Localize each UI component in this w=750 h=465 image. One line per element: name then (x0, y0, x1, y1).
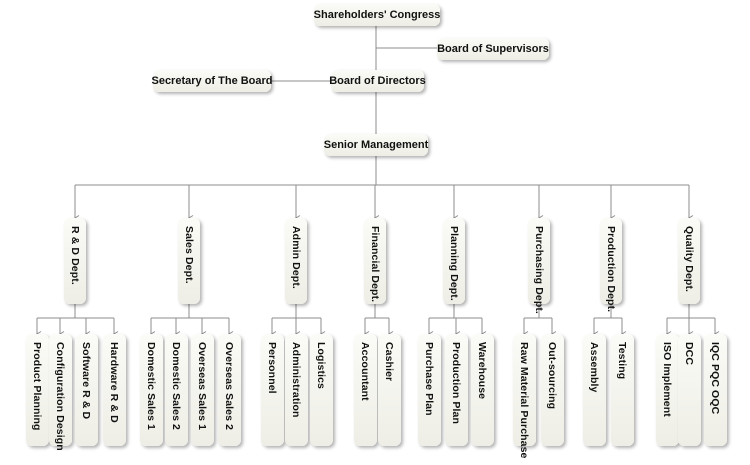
sub-label: Logistics (315, 342, 327, 389)
dept-label: Quality Dept. (683, 226, 695, 293)
sub-box-assembly: Assembly (582, 334, 606, 446)
sub-box-overseas-sales-1: Overseas Sales 1 (190, 334, 214, 446)
dept-label: R & D Dept. (69, 226, 81, 285)
dept-box-purchasing-dept: Purchasing Dept. (528, 218, 550, 314)
sub-label: IQC PQC OQC (709, 342, 721, 415)
sub-box-purchase-plan: Purchase Plan (417, 334, 441, 446)
sub-label: Software R & D (80, 342, 92, 420)
sub-box-out-sourcing: Out-sourcing (540, 334, 564, 446)
senior-management-label: Senior Management (323, 139, 429, 151)
sub-box-warehouse: Warehouse (470, 334, 494, 446)
sub-box-personnel: Personnel (260, 334, 284, 446)
dept-label: Admin Dept. (290, 226, 302, 289)
secretary-of-the-board-label: Secretary of The Board (151, 75, 273, 87)
sub-label: Purchase Plan (423, 342, 435, 416)
dept-label: Planning Dept. (448, 226, 460, 301)
sub-label: Product Planning (31, 342, 43, 431)
sub-label: Administration (290, 342, 302, 418)
sub-box-administration: Administration (284, 334, 308, 446)
shareholders-congress-label: Shareholders' Congress (313, 9, 441, 21)
dept-label: Sales Dept. (183, 226, 195, 284)
dept-label: Financial Dept. (369, 226, 381, 303)
sub-label: Configuration Design (54, 342, 66, 451)
sub-label: Accountant (359, 342, 371, 401)
sub-box-accountant: Accountant (353, 334, 377, 446)
sub-box-domestic-sales-2: Domestic Sales 2 (164, 334, 188, 446)
sub-label: Domestic Sales 1 (145, 342, 157, 430)
sub-box-iqc-pqc-oqc: IQC PQC OQC (703, 334, 727, 446)
sub-label: Domestic Sales 2 (170, 342, 182, 430)
sub-label: Out-sourcing (546, 342, 558, 410)
dept-box-production-dept: Production Dept. (600, 218, 622, 312)
sub-label: Cashier (383, 342, 395, 382)
sub-box-cashier: Cashier (377, 334, 401, 446)
sub-box-product-planning: Product Planning (25, 334, 49, 446)
board-of-supervisors-label: Board of Supervisors (437, 43, 549, 55)
sub-box-iso-implement: ISO Implement (655, 334, 679, 446)
dept-box-quality-dept: Quality Dept. (678, 218, 700, 304)
sub-box-dcc: DCC (677, 334, 701, 446)
dept-label: Purchasing Dept. (533, 226, 545, 314)
senior-management-box: Senior Management (324, 134, 428, 156)
sub-label: DCC (683, 342, 695, 366)
sub-label: Overseas Sales 2 (223, 342, 235, 431)
dept-box-r-d-dept: R & D Dept. (64, 218, 86, 304)
board-of-directors-label: Board of Directors (329, 75, 426, 87)
sub-box-software-r-d: Software R & D (74, 334, 98, 446)
sub-label: Assembly (588, 342, 600, 393)
sub-box-logistics: Logistics (309, 334, 333, 446)
sub-label: Raw Material Purchase (518, 342, 530, 459)
board-of-directors-box: Board of Directors (329, 70, 426, 92)
sub-box-hardware-r-d: Hardware R & D (102, 334, 126, 446)
dept-label: Production Dept. (605, 226, 617, 313)
dept-box-financial-dept: Financial Dept. (364, 218, 386, 304)
secretary-of-the-board-box: Secretary of The Board (151, 70, 273, 92)
sub-box-production-plan: Production Plan (444, 334, 468, 446)
dept-box-planning-dept: Planning Dept. (443, 218, 465, 304)
sub-box-raw-material-purchase: Raw Material Purchase (512, 334, 536, 458)
shareholders-congress-box: Shareholders' Congress (314, 4, 440, 26)
sub-label: ISO Implement (661, 342, 673, 417)
sub-label: Production Plan (450, 342, 462, 425)
sub-label: Hardware R & D (108, 342, 120, 423)
dept-box-sales-dept: Sales Dept. (178, 218, 200, 304)
dept-box-admin-dept: Admin Dept. (285, 218, 307, 304)
sub-label: Personnel (266, 342, 278, 394)
sub-box-configuration-design: Configuration Design (48, 334, 72, 451)
sub-box-testing: Testing (610, 334, 634, 446)
sub-label: Testing (616, 342, 628, 380)
board-of-supervisors-box: Board of Supervisors (437, 38, 549, 60)
sub-box-domestic-sales-1: Domestic Sales 1 (139, 334, 163, 446)
sub-label: Overseas Sales 1 (196, 342, 208, 431)
sub-label: Warehouse (476, 342, 488, 400)
sub-box-overseas-sales-2: Overseas Sales 2 (217, 334, 241, 446)
